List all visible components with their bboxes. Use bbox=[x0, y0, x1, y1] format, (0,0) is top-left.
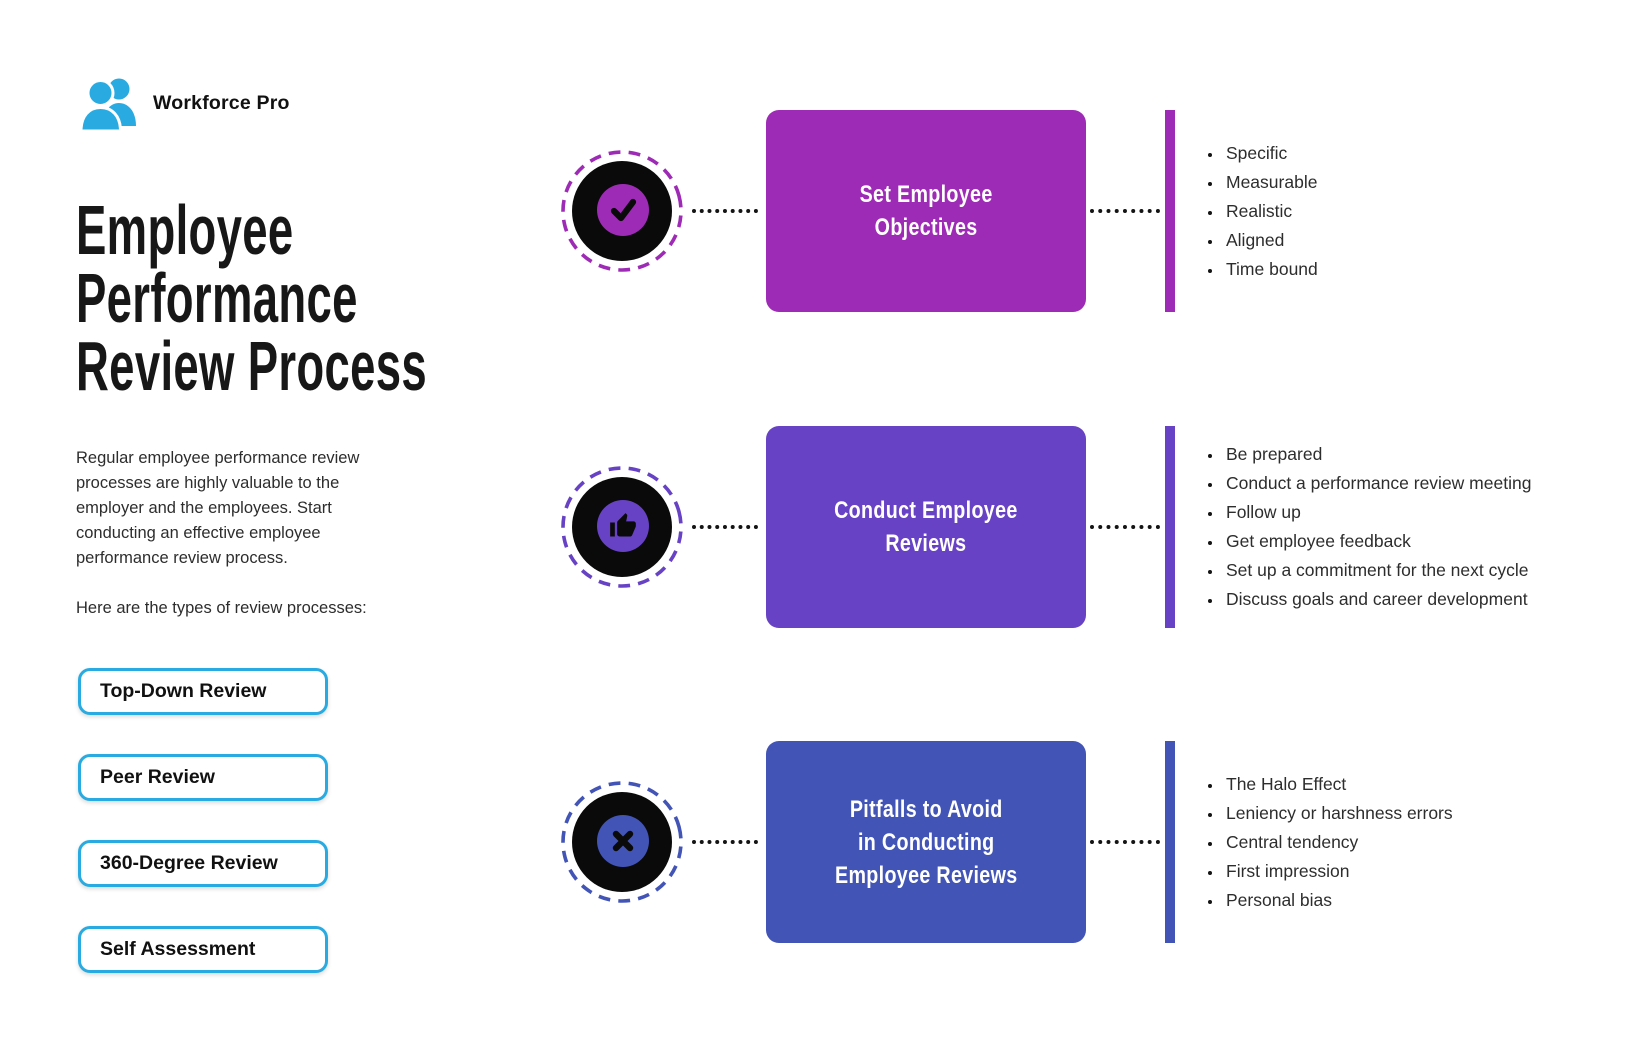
list-item: Set up a commitment for the next cycle bbox=[1223, 556, 1531, 585]
list-item: Follow up bbox=[1223, 498, 1531, 527]
dotted-connector bbox=[692, 525, 758, 529]
step-title-card: Pitfalls to Avoid in Conducting Employee… bbox=[766, 741, 1086, 943]
review-type-360-degree: 360-Degree Review bbox=[78, 840, 328, 887]
thumbs-up-icon bbox=[610, 513, 636, 537]
list-item: Get employee feedback bbox=[1223, 527, 1531, 556]
step-bullet-list: Specific Measurable Realistic Aligned Ti… bbox=[1203, 139, 1318, 284]
step-badge bbox=[560, 149, 684, 273]
badge-inner-circle bbox=[597, 500, 649, 552]
step-bullet-list: Be prepared Conduct a performance review… bbox=[1203, 440, 1531, 614]
intro-paragraph: Regular employee performance review proc… bbox=[76, 449, 360, 567]
list-item: Time bound bbox=[1223, 255, 1318, 284]
step-row-set-objectives: Set Employee Objectives Specific Measura… bbox=[560, 110, 1632, 312]
list-item: Central tendency bbox=[1223, 828, 1453, 857]
review-type-peer: Peer Review bbox=[78, 754, 328, 801]
step-badge bbox=[560, 780, 684, 904]
step-row-pitfalls: Pitfalls to Avoid in Conducting Employee… bbox=[560, 741, 1632, 943]
x-icon bbox=[612, 830, 634, 852]
brand: Workforce Pro bbox=[78, 74, 290, 132]
review-type-label: 360-Degree Review bbox=[100, 852, 278, 874]
page-title: Employee Performance Review Process bbox=[76, 191, 428, 405]
list-item: Discuss goals and career development bbox=[1223, 585, 1531, 614]
step-title: Pitfalls to Avoid in Conducting Employee… bbox=[834, 795, 1018, 889]
dashed-ring bbox=[561, 150, 683, 272]
intro-lead-in: Here are the types of review processes: bbox=[76, 599, 367, 617]
dotted-connector bbox=[1090, 840, 1160, 844]
users-icon bbox=[79, 78, 136, 132]
list-item: Leniency or harshness errors bbox=[1223, 799, 1453, 828]
accent-bar bbox=[1165, 110, 1175, 312]
accent-bar bbox=[1165, 426, 1175, 628]
step-title-card: Set Employee Objectives bbox=[766, 110, 1086, 312]
review-type-top-down: Top-Down Review bbox=[78, 668, 328, 715]
badge-inner-circle bbox=[597, 184, 649, 236]
dashed-ring bbox=[561, 781, 683, 903]
dashed-ring bbox=[561, 466, 683, 588]
dotted-connector bbox=[692, 209, 758, 213]
dotted-connector bbox=[692, 840, 758, 844]
step-title: Conduct Employee Reviews bbox=[834, 497, 1018, 557]
review-type-self-assessment: Self Assessment bbox=[78, 926, 328, 973]
step-title: Set Employee Objectives bbox=[859, 181, 993, 241]
step-title-card: Conduct Employee Reviews bbox=[766, 426, 1086, 628]
step-badge bbox=[560, 465, 684, 589]
review-type-label: Top-Down Review bbox=[100, 680, 267, 702]
list-item: Aligned bbox=[1223, 226, 1318, 255]
list-item: Specific bbox=[1223, 139, 1318, 168]
review-type-label: Peer Review bbox=[100, 766, 215, 788]
dotted-connector bbox=[1090, 209, 1160, 213]
step-row-conduct-reviews: Conduct Employee Reviews Be prepared Con… bbox=[560, 426, 1632, 628]
brand-name: Workforce Pro bbox=[153, 91, 290, 114]
review-type-label: Self Assessment bbox=[100, 938, 256, 960]
list-item: Realistic bbox=[1223, 197, 1318, 226]
badge-inner-circle bbox=[597, 815, 649, 867]
list-item: Conduct a performance review meeting bbox=[1223, 469, 1531, 498]
list-item: First impression bbox=[1223, 857, 1453, 886]
list-item: The Halo Effect bbox=[1223, 770, 1453, 799]
list-item: Measurable bbox=[1223, 168, 1318, 197]
dotted-connector bbox=[1090, 525, 1160, 529]
step-bullet-list: The Halo Effect Leniency or harshness er… bbox=[1203, 770, 1453, 915]
list-item: Be prepared bbox=[1223, 440, 1531, 469]
list-item: Personal bias bbox=[1223, 886, 1453, 915]
check-icon bbox=[610, 198, 637, 222]
accent-bar bbox=[1165, 741, 1175, 943]
